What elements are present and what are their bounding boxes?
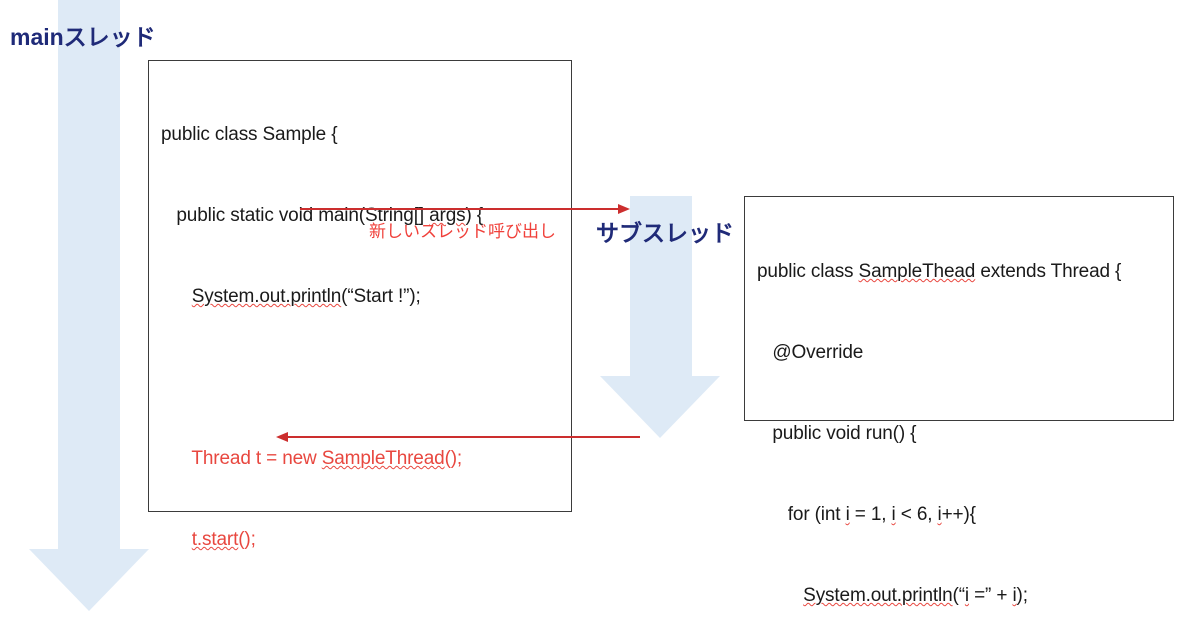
code-line: for (int i = 1, i < 6, i++){	[757, 504, 976, 525]
code-line: public class SampleThead extends Thread …	[757, 261, 1122, 282]
sub-thread-label: サブスレッド	[596, 220, 734, 246]
main-thread-arrow-shaft	[58, 0, 120, 551]
code-line: @Override	[757, 342, 864, 363]
main-thread-arrow-head	[29, 549, 149, 611]
sub-thread-code-text: public class SampleThead extends Thread …	[757, 204, 1121, 618]
code-line-highlight: t.start();	[191, 529, 256, 550]
sub-thread-arrow	[600, 196, 752, 440]
thread-return-arrow-line	[288, 436, 640, 438]
thread-call-arrow-head	[618, 203, 630, 214]
code-line: public static void main(String[] args) {	[161, 205, 483, 226]
main-thread-code-text: public class Sample { public static void…	[161, 67, 483, 618]
code-line-blank	[161, 364, 483, 391]
main-thread-code-box: public class Sample { public static void…	[148, 60, 572, 550]
code-line-blank	[161, 607, 483, 618]
code-line: System.out.println(“Start !”);	[191, 286, 421, 307]
sub-thread-arrow-shaft	[630, 196, 692, 378]
main-thread-arrow	[29, 0, 180, 618]
thread-call-arrow-line	[300, 208, 620, 210]
code-line: public void run() {	[757, 423, 917, 444]
main-thread-label: mainスレッド	[10, 24, 156, 50]
thread-return-arrow-head	[276, 431, 288, 442]
sub-thread-code-box: public class SampleThead extends Thread …	[744, 196, 1174, 606]
thread-call-annotation: 新しいスレッド呼び出し	[369, 222, 556, 241]
code-line: public class Sample {	[161, 124, 338, 145]
sub-thread-arrow-head	[600, 376, 720, 438]
code-line-highlight: Thread t = new SampleThread();	[161, 448, 463, 469]
code-line: System.out.println(“i =” + i);	[803, 585, 1028, 606]
